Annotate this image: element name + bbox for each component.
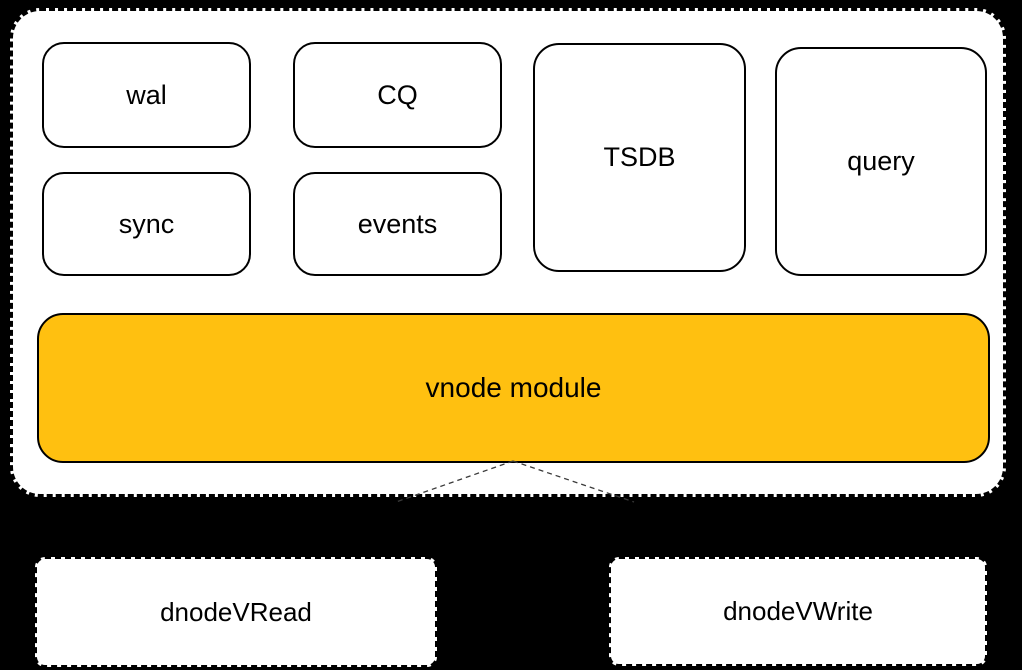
vnode-module-label: vnode module (425, 372, 602, 403)
dnode-v-read-label: dnodeVRead (160, 596, 312, 627)
vnode-module-group: wal CQ sync events TSDB query vnode modu… (10, 8, 1006, 497)
module-box-cq: CQ (293, 42, 502, 148)
module-label-tsdb: TSDB (603, 142, 676, 172)
module-box-tsdb: TSDB (533, 43, 746, 272)
module-label-events: events (357, 208, 438, 239)
module-label-cq: CQ (377, 79, 418, 110)
module-box-query: query (775, 47, 987, 276)
module-box-events: events (293, 172, 502, 276)
dnode-v-read-box: dnodeVRead (35, 557, 437, 667)
dnode-v-write-box: dnodeVWrite (609, 557, 987, 666)
module-label-wal: wal (126, 79, 167, 110)
module-box-sync: sync (42, 172, 251, 276)
module-label-sync: sync (118, 208, 175, 239)
module-label-query: query (847, 146, 915, 176)
dnode-v-write-label: dnodeVWrite (723, 596, 873, 626)
module-box-wal: wal (42, 42, 251, 148)
vnode-module-bar: vnode module (37, 313, 990, 463)
